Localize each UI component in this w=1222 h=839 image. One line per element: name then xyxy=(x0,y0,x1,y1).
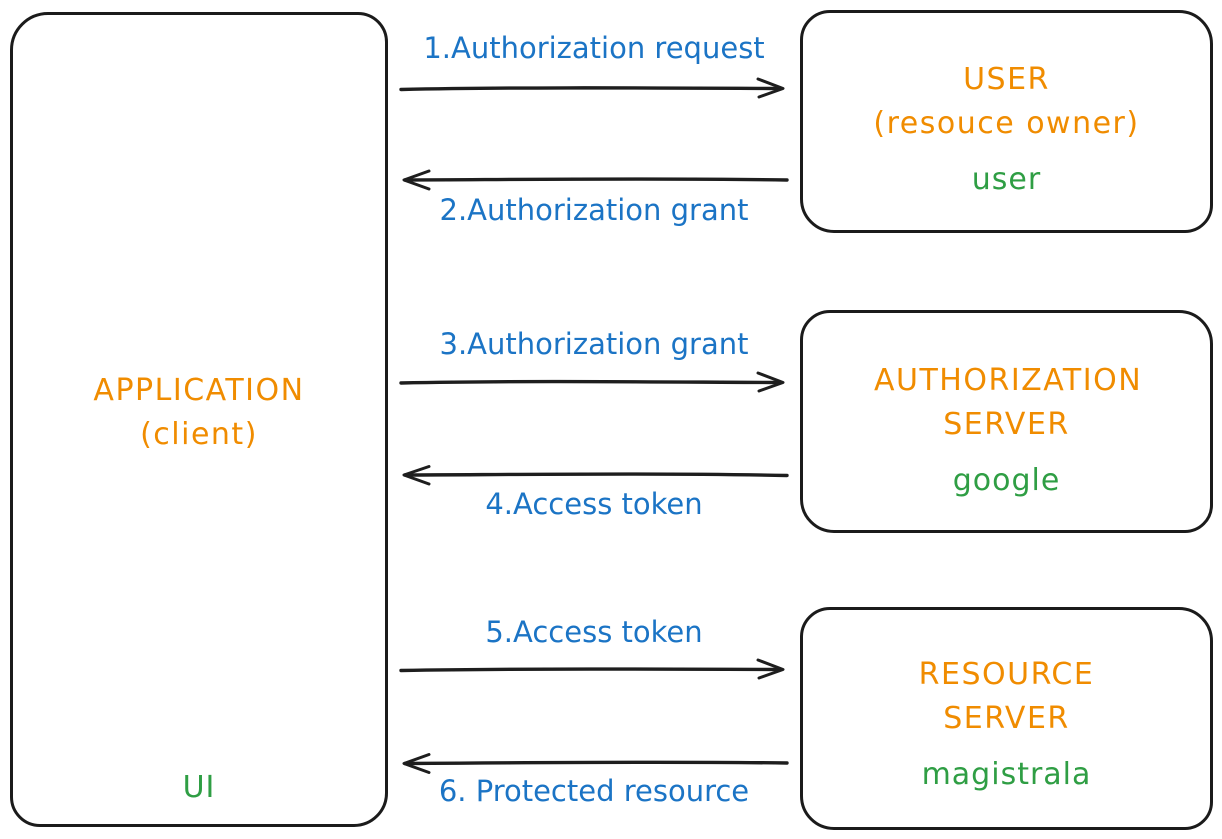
user-instance: user xyxy=(971,161,1042,197)
arrow-left-icon xyxy=(402,753,789,774)
arrow-4-left xyxy=(398,462,790,488)
arrow-6-left xyxy=(398,750,790,776)
arrow-5-right xyxy=(398,656,790,682)
user-box: USER (resouce owner) user xyxy=(800,10,1213,233)
resource-server-box: RESOURCE SERVER magistrala xyxy=(800,607,1213,830)
arrow-right-icon xyxy=(399,658,785,680)
message-6-label: 6. Protected resource xyxy=(438,774,750,808)
message-2-label: 2.Authorization grant xyxy=(439,193,749,227)
application-subtitle: (client) xyxy=(140,416,258,452)
authorization-server-instance: google xyxy=(952,462,1061,498)
user-subtitle: (resouce owner) xyxy=(873,105,1140,141)
user-title: USER xyxy=(963,61,1050,97)
authorization-server-title: AUTHORIZATION SERVER xyxy=(874,362,1143,442)
arrow-left-icon xyxy=(402,465,789,486)
message-3-label: 3.Authorization grant xyxy=(439,327,749,361)
message-5-label: 5.Access token xyxy=(485,615,703,649)
application-title: APPLICATION xyxy=(93,372,305,408)
arrow-2-left xyxy=(398,167,790,193)
message-1-label: 1.Authorization request xyxy=(423,31,765,65)
arrow-left-icon xyxy=(402,169,789,191)
message-4-label: 4.Access token xyxy=(485,487,703,521)
resource-server-title: RESOURCE SERVER xyxy=(918,656,1095,736)
application-instance: UI xyxy=(182,770,216,805)
arrow-3-right xyxy=(398,369,790,395)
arrow-right-icon xyxy=(399,77,785,99)
arrow-1-right xyxy=(398,75,790,101)
application-box: APPLICATION (client) UI xyxy=(10,12,388,827)
authorization-server-box: AUTHORIZATION SERVER google xyxy=(800,310,1213,533)
application-title-block: APPLICATION (client) xyxy=(13,368,385,456)
resource-server-instance: magistrala xyxy=(921,756,1092,792)
arrow-right-icon xyxy=(399,371,785,393)
